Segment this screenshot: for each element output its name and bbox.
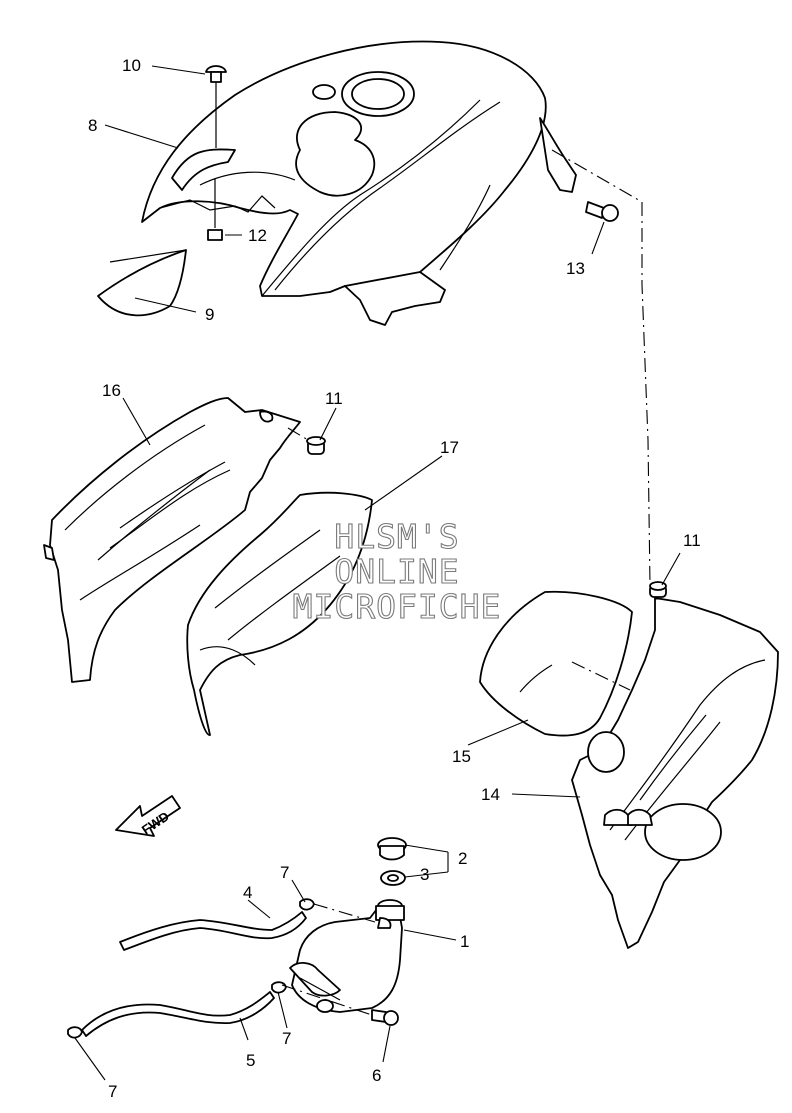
callout-3: 3: [420, 865, 429, 884]
reservoir-tank-part-1: [289, 899, 405, 1013]
watermark-line-3: MICROFICHE: [293, 587, 502, 626]
under-panel-part-9: [97, 249, 187, 317]
callout-6: 6: [372, 1066, 381, 1085]
washer-part-3: [380, 870, 406, 886]
tank-cover-part-8: [141, 40, 577, 326]
callout-17: 17: [440, 438, 459, 457]
grommet-part-11-upper: [306, 436, 326, 455]
bolt-part-6: [371, 1009, 399, 1026]
callout-9: 9: [205, 305, 214, 324]
callout-7-top: 7: [280, 863, 289, 882]
inner-panel-left-part-17: [186, 491, 373, 736]
callout-11-upper: 11: [325, 389, 343, 408]
callout-13: 13: [566, 259, 585, 278]
callout-4: 4: [243, 883, 252, 902]
callout-labels: 10 8 9 12 13 16 11 17 11 15 14 2 3 1 4 7…: [88, 56, 701, 1101]
nut-part-12: [207, 178, 223, 241]
forward-direction-arrow-icon: FWD: [115, 795, 181, 837]
watermark-line-2: ONLINE: [334, 552, 459, 591]
callout-8: 8: [88, 116, 97, 135]
hose-clip-part-7-c: [67, 1026, 83, 1039]
callout-14: 14: [481, 785, 500, 804]
grommet-part-11-lower: [649, 581, 667, 598]
assembly-guide-lines: [281, 149, 651, 1016]
hose-part-5: [81, 991, 275, 1037]
callout-16: 16: [102, 381, 121, 400]
leader-lines: [74, 65, 681, 1081]
hose-clip-part-7-a: [299, 898, 315, 911]
cap-part-2: [377, 837, 407, 861]
hose-clip-part-7-b: [271, 981, 287, 994]
hose-part-4: [119, 911, 307, 951]
panel-part-15: [479, 590, 633, 737]
callout-7-bottom: 7: [108, 1082, 117, 1101]
watermark: HLSM'S ONLINE MICROFICHE: [292, 516, 502, 626]
callout-11-lower: 11: [683, 531, 701, 550]
callout-5: 5: [246, 1051, 255, 1070]
callout-12: 12: [248, 226, 267, 245]
callout-7-mid: 7: [282, 1029, 291, 1048]
screw-part-10: [205, 65, 227, 148]
callout-2: 2: [458, 849, 467, 868]
callout-10: 10: [122, 56, 141, 75]
callout-1: 1: [460, 932, 469, 951]
watermark-line-1: HLSM'S: [334, 517, 459, 556]
side-panel-left-part-16: [43, 397, 301, 683]
bolt-part-13: [585, 201, 619, 222]
side-panel-right-part-14: [571, 597, 779, 949]
callout-15: 15: [452, 747, 471, 766]
